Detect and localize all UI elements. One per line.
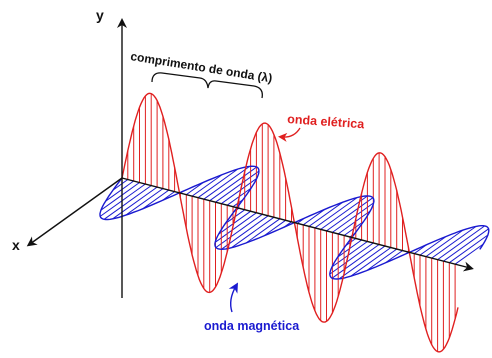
propagation-axis-line — [121, 177, 474, 272]
magnetic-hatch-line — [142, 189, 170, 210]
magnetic-hatch-line — [331, 244, 380, 279]
electric-wave-label: onda elétrica — [287, 112, 366, 131]
magnetic-hatch-line — [314, 197, 358, 229]
magnetic-hatch-line — [425, 229, 464, 258]
x-axis-label: x — [12, 237, 20, 253]
electric-wave-hatching — [127, 93, 456, 352]
magnetic-hatch-line — [454, 243, 484, 265]
electric-wave-curve — [121, 92, 459, 353]
magnetic-hatch-line — [197, 168, 239, 199]
magnetic-hatch-line — [99, 183, 146, 217]
magnetic-hatch-line — [350, 247, 392, 277]
electric-wave-pointer-arrow — [278, 127, 301, 142]
magnetic-hatch-line — [112, 179, 129, 191]
magnetic-hatch-line — [366, 248, 397, 272]
magnetic-hatch-line — [332, 202, 374, 233]
magnetic-hatch-line — [214, 212, 257, 243]
magnetic-hatch-line — [203, 165, 250, 200]
y-axis-label: y — [96, 7, 104, 23]
magnetic-hatch-line — [231, 216, 275, 249]
magnetic-hatch-line — [326, 197, 374, 232]
magnetic-wave-label: onda magnética — [204, 319, 300, 333]
magnetic-hatch-line — [186, 181, 204, 196]
magnetic-hatch-line — [215, 170, 260, 203]
magnetic-wave-hatching — [99, 165, 489, 280]
magnetic-hatch-line — [385, 250, 403, 264]
magnetic-hatch-line — [431, 225, 477, 259]
magnetic-hatch-line — [191, 174, 223, 197]
x-axis-line — [26, 177, 123, 247]
magnetic-hatch-line — [419, 236, 447, 256]
magnetic-hatch-line — [125, 188, 164, 216]
magnetic-hatch-line — [209, 166, 257, 202]
wavelength-bracket — [151, 72, 263, 99]
magnetic-hatch-line — [105, 180, 134, 202]
magnetic-hatch-line — [100, 182, 140, 211]
magnetic-hatch-line — [437, 225, 485, 261]
magnetic-hatch-line — [112, 186, 158, 220]
magnetic-hatch-line — [263, 219, 286, 237]
magnetic-hatch-line — [218, 210, 251, 235]
magnetic-wave-pointer-arrow — [228, 282, 238, 313]
magnetic-hatch-line — [338, 245, 386, 280]
magnetic-hatch-line — [302, 208, 326, 226]
magnetic-hatch-line — [308, 201, 344, 227]
magnetic-hatch-line — [329, 242, 374, 275]
magnetic-hatch-line — [443, 228, 489, 262]
magnetic-hatch-line — [449, 234, 489, 264]
magnetic-hatch-line — [215, 213, 263, 248]
wavelength-label: comprimento de onda (λ) — [130, 49, 274, 85]
magnetic-hatch-line — [245, 218, 281, 244]
magnetic-wave-curve — [99, 165, 490, 280]
magnetic-hatch-line — [337, 210, 371, 235]
magnetic-hatch-line — [103, 185, 152, 220]
